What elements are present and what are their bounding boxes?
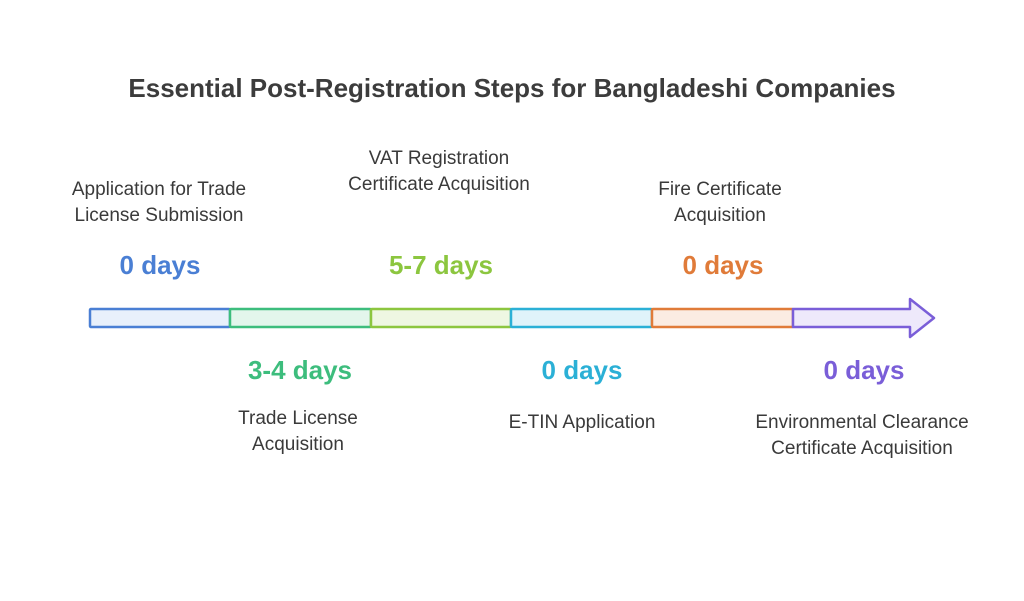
timeline-segment-2 <box>228 307 373 329</box>
step-2-label: Trade License Acquisition <box>238 408 358 455</box>
step-4-duration: 0 days <box>541 355 623 385</box>
timeline-segment-4 <box>509 307 654 329</box>
timeline-segment-1 <box>88 307 232 329</box>
step-2-duration: 3-4 days <box>247 355 353 385</box>
step-1-duration: 0 days <box>119 250 201 280</box>
page-title: Essential Post-Registration Steps for Ba… <box>128 73 896 103</box>
timeline-arrowhead <box>791 297 936 339</box>
step-6-label: Environmental Clearance Certificate Acqu… <box>755 412 969 459</box>
step-5-duration: 0 days <box>682 250 764 280</box>
step-6-duration: 0 days <box>823 355 905 385</box>
timeline-segment-3 <box>369 307 513 329</box>
step-4-label: E-TIN Application <box>508 412 656 433</box>
timeline-segment-5 <box>650 307 795 329</box>
step-1-label: Application for Trade License Submission <box>71 179 247 226</box>
step-3-duration: 5-7 days <box>388 250 494 280</box>
step-3-label: VAT Registration Certificate Acquisition <box>348 148 530 195</box>
step-5-label: Fire Certificate Acquisition <box>658 179 782 226</box>
